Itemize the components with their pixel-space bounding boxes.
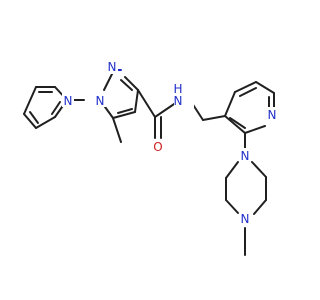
amide-h: H	[173, 82, 182, 96]
amide-oxygen: O	[153, 140, 162, 154]
amide-nitrogen: N	[174, 94, 183, 108]
left-pyridine-n: N	[64, 94, 73, 108]
molecule-canvas: N N N O H N	[23, 60, 278, 256]
piperazine-n-top: N	[241, 149, 250, 163]
piperazine-ring	[225, 132, 267, 256]
right-pyridine-ring	[202, 81, 275, 134]
pyrazole-n2: N	[108, 60, 117, 74]
pyrazole-n1: N	[96, 94, 105, 108]
piperazine-n-bottom: N	[241, 212, 250, 226]
left-pyridine-ring	[23, 86, 85, 129]
right-pyridine-n: N	[268, 108, 277, 122]
molecule-structure: N N N O H N	[23, 60, 278, 256]
pyrazole-ring	[99, 69, 139, 143]
